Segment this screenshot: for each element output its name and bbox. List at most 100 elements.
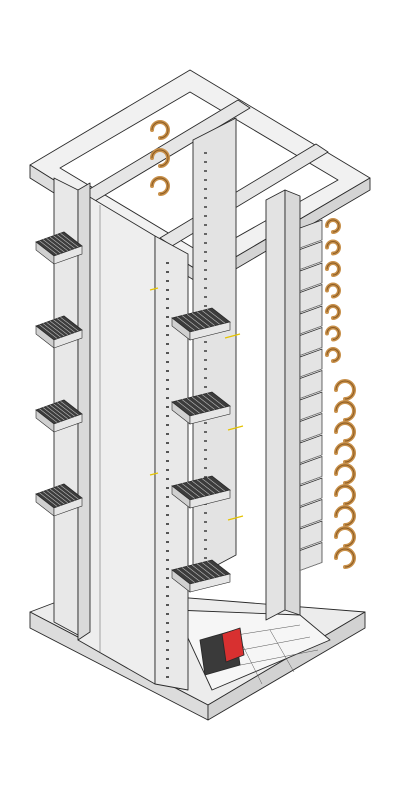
perforation	[204, 449, 207, 451]
perforation	[204, 512, 207, 514]
perforation	[166, 289, 169, 291]
perforation	[166, 649, 169, 651]
perforation	[166, 271, 169, 273]
perforation	[166, 613, 169, 615]
perforation	[166, 370, 169, 372]
perforation	[166, 424, 169, 426]
perforation	[204, 557, 207, 559]
perforation	[204, 296, 207, 298]
perforation	[166, 460, 169, 462]
perforation	[166, 604, 169, 606]
perforation	[166, 406, 169, 408]
perforation	[204, 152, 207, 154]
perforation	[204, 206, 207, 208]
base-patch-block	[199, 627, 245, 676]
perforation	[166, 667, 169, 669]
perforation	[204, 359, 207, 361]
center-tray	[171, 559, 231, 593]
perforation	[204, 215, 207, 217]
perforation	[166, 262, 169, 264]
perforation	[166, 586, 169, 588]
perforation	[204, 548, 207, 550]
perforation	[204, 386, 207, 388]
perforation	[204, 539, 207, 541]
perforation	[166, 505, 169, 507]
perforation	[204, 350, 207, 352]
center-tray	[171, 307, 231, 341]
perforation	[204, 377, 207, 379]
perforation	[204, 287, 207, 289]
cable-trays	[35, 231, 231, 593]
perforation	[166, 352, 169, 354]
perforation	[166, 514, 169, 516]
perforation	[166, 568, 169, 570]
perforation	[166, 631, 169, 633]
perforation	[204, 521, 207, 523]
perforation	[166, 478, 169, 480]
perforation	[204, 278, 207, 280]
center-tray	[171, 391, 231, 425]
left-tray	[35, 399, 83, 433]
perforation	[166, 325, 169, 327]
perforation	[166, 640, 169, 642]
perforation	[166, 523, 169, 525]
perforation	[166, 361, 169, 363]
perforation	[166, 658, 169, 660]
perforation	[204, 341, 207, 343]
left-panel-edge	[77, 182, 91, 641]
perforation	[204, 251, 207, 253]
left-tray	[35, 315, 83, 349]
perforation	[166, 334, 169, 336]
perforation	[204, 242, 207, 244]
perforation	[204, 431, 207, 433]
perforation	[166, 676, 169, 678]
perforation	[204, 305, 207, 307]
perforation	[204, 467, 207, 469]
perforation	[166, 622, 169, 624]
perforation	[166, 433, 169, 435]
accent-marks	[149, 287, 244, 521]
cable-hooks	[150, 120, 356, 569]
perforation	[166, 550, 169, 552]
perforation	[204, 197, 207, 199]
perforation	[166, 496, 169, 498]
right-upright-inner	[265, 189, 286, 621]
perforation	[204, 458, 207, 460]
perforation	[166, 388, 169, 390]
perforation	[166, 397, 169, 399]
perforation	[204, 179, 207, 181]
center-upright-front	[154, 235, 189, 691]
perforation	[204, 233, 207, 235]
perforation	[204, 161, 207, 163]
right-upright-outer	[284, 189, 301, 616]
perforation	[166, 559, 169, 561]
perforation	[166, 532, 169, 534]
left-tray	[35, 231, 83, 265]
left-side-panel	[77, 182, 156, 685]
perforation	[204, 224, 207, 226]
center-tray	[171, 475, 231, 509]
perforation	[204, 170, 207, 172]
perforation	[166, 469, 169, 471]
perforation	[166, 379, 169, 381]
perforation	[204, 368, 207, 370]
right-guide-blocks	[299, 219, 323, 571]
perforation	[204, 269, 207, 271]
perforation	[166, 487, 169, 489]
perforation	[166, 577, 169, 579]
perforation	[166, 307, 169, 309]
left-tray	[35, 483, 83, 517]
perforation	[204, 188, 207, 190]
perforation	[166, 280, 169, 282]
perforation	[166, 298, 169, 300]
perforation	[166, 541, 169, 543]
perforation	[166, 316, 169, 318]
perforation	[166, 595, 169, 597]
perforation	[166, 451, 169, 453]
perforation	[166, 415, 169, 417]
perforation	[204, 476, 207, 478]
center-uprights	[154, 117, 301, 691]
perforation	[166, 442, 169, 444]
